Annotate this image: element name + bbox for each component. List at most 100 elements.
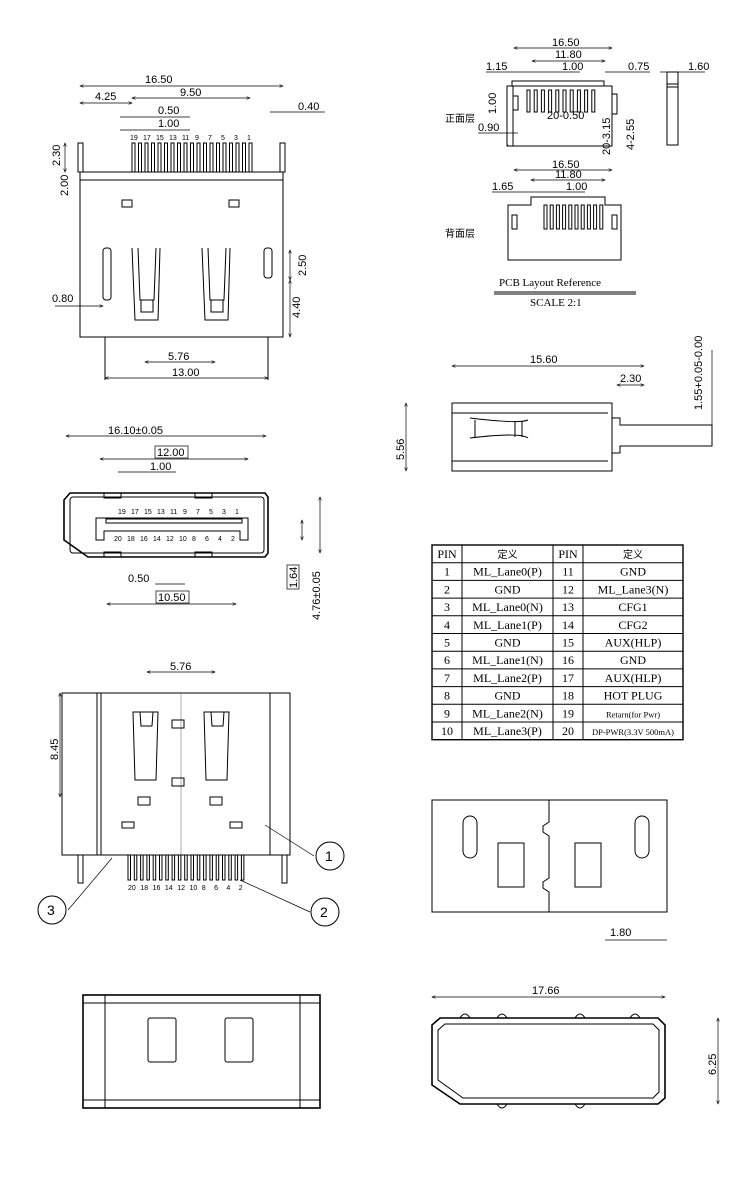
pcb-back-dim-overall: 16.50 — [552, 159, 580, 171]
dim-lower-height: 4.40 — [291, 297, 303, 318]
table-cell: CFG2 — [618, 618, 647, 632]
pcb-back-dim-span: 11.80 — [555, 169, 582, 181]
table-cell: GND — [495, 582, 521, 596]
pin — [133, 854, 138, 881]
pin — [157, 142, 162, 173]
pin — [242, 142, 246, 173]
pin — [235, 142, 240, 173]
pcb-dim-span: 11.80 — [555, 49, 582, 61]
pin — [228, 854, 232, 881]
table-cell: AUX(HLP) — [605, 671, 662, 685]
table-cell: 10 — [441, 724, 453, 738]
pcb-pad — [543, 204, 548, 230]
pcb-pad — [562, 89, 567, 113]
dim-pin-height: 2.30 — [51, 145, 63, 166]
dim-pins-span: 10.50 — [158, 592, 186, 604]
dim-slot-height-front: 1.64 — [288, 567, 300, 588]
pcb-layout-scale: SCALE 2:1 — [530, 297, 582, 309]
dim-pitch: 1.00 — [158, 118, 179, 130]
pcb-dim-right: 0.75 — [628, 61, 649, 73]
table-header: 定义 — [623, 548, 643, 561]
dim-width: 16.10±0.05 — [108, 425, 163, 437]
back-layer-label: 背面层 — [445, 227, 475, 240]
pcb-pad — [584, 89, 589, 113]
table-cell: ML_Lane1(N) — [472, 653, 543, 667]
dim-half-pitch: 0.50 — [158, 105, 179, 117]
pcb-pad — [591, 89, 596, 113]
pcb-pad — [555, 204, 560, 230]
dim-offset: 1.55+0.05-0.00 — [693, 336, 705, 410]
pin-number: 4 — [226, 885, 230, 892]
dim-tab: 1.80 — [610, 927, 631, 939]
pin — [144, 142, 149, 173]
table-cell: ML_Lane2(P) — [473, 671, 542, 685]
table-cell: 7 — [444, 671, 450, 685]
pin — [240, 854, 245, 881]
pin — [151, 142, 155, 173]
table-cell: AUX(HLP) — [605, 636, 662, 650]
pin — [165, 854, 169, 881]
pin-number: 17 — [143, 135, 151, 142]
dim-tail: 2.30 — [620, 373, 641, 385]
table-cell: 3 — [444, 600, 450, 614]
pcb-dim-edge: 0.90 — [478, 122, 499, 134]
dim-left-offset: 4.25 — [95, 91, 116, 103]
pin-number: 13 — [157, 509, 165, 516]
pcb-dim-pitch: 1.00 — [562, 61, 583, 73]
table-header: 定义 — [498, 548, 518, 561]
pin-number: 1 — [235, 509, 239, 516]
table-cell: GND — [495, 636, 521, 650]
pcb-pad — [533, 89, 538, 113]
table-cell: GND — [620, 565, 646, 579]
pcb-pad — [574, 204, 579, 230]
pin-number: 19 — [130, 135, 138, 142]
pin-number: 8 — [192, 536, 196, 543]
table-cell: HOT PLUG — [604, 689, 663, 703]
dim-length: 15.60 — [530, 354, 558, 366]
pin — [184, 854, 188, 881]
pin-number: 16 — [153, 885, 161, 892]
table-cell: 15 — [562, 636, 574, 650]
pin — [248, 142, 253, 173]
pcb-layout-title: PCB Layout Reference — [499, 277, 601, 289]
table-cell: DP-PWR(3.3V 500mA) — [592, 727, 674, 737]
pin — [152, 854, 157, 881]
dim-overall: 16.50 — [145, 74, 173, 86]
pin-number: 1 — [247, 135, 251, 142]
table-cell: 13 — [562, 600, 574, 614]
pin-number: 10 — [179, 536, 187, 543]
pcb-layout: 16.50 11.80 1.15 1.00 0.75 1.60 1.00 0.9… — [445, 37, 709, 309]
pin — [159, 854, 163, 881]
pin — [177, 142, 181, 173]
pcb-pad — [548, 89, 553, 113]
pcb-dim-height: 1.00 — [487, 93, 499, 114]
rear-view: 1.80 — [431, 799, 668, 941]
dim-half-pitch-front: 0.50 — [128, 573, 149, 585]
table-header: PIN — [437, 547, 457, 561]
pin — [222, 854, 226, 881]
table-cell: Retarn(for Pwr) — [606, 709, 660, 719]
pin-number: 9 — [183, 509, 187, 516]
dim-slot-offset: 0.80 — [52, 293, 73, 305]
table-cell: CFG1 — [618, 600, 647, 614]
table-cell: 1 — [444, 565, 450, 579]
pcb-pad — [599, 204, 604, 230]
dim-end-width: 17.66 — [532, 985, 560, 997]
pcb-dim-pads: 20-0.50 — [547, 110, 584, 122]
pcb-pad — [526, 89, 531, 113]
pin-number: 8 — [202, 885, 206, 892]
pcb-dim-overall: 16.50 — [552, 37, 580, 49]
pin — [209, 854, 213, 881]
pin — [222, 142, 227, 173]
callout-2: 2 — [320, 904, 328, 920]
pcb-pad — [568, 204, 573, 230]
table-cell: 20 — [562, 724, 574, 738]
callout-1: 1 — [325, 848, 333, 864]
dim-post-width: 0.40 — [298, 101, 319, 113]
pin-number: 15 — [144, 509, 152, 516]
table-cell: 14 — [562, 618, 574, 632]
front-layer-label: 正面层 — [445, 113, 475, 125]
